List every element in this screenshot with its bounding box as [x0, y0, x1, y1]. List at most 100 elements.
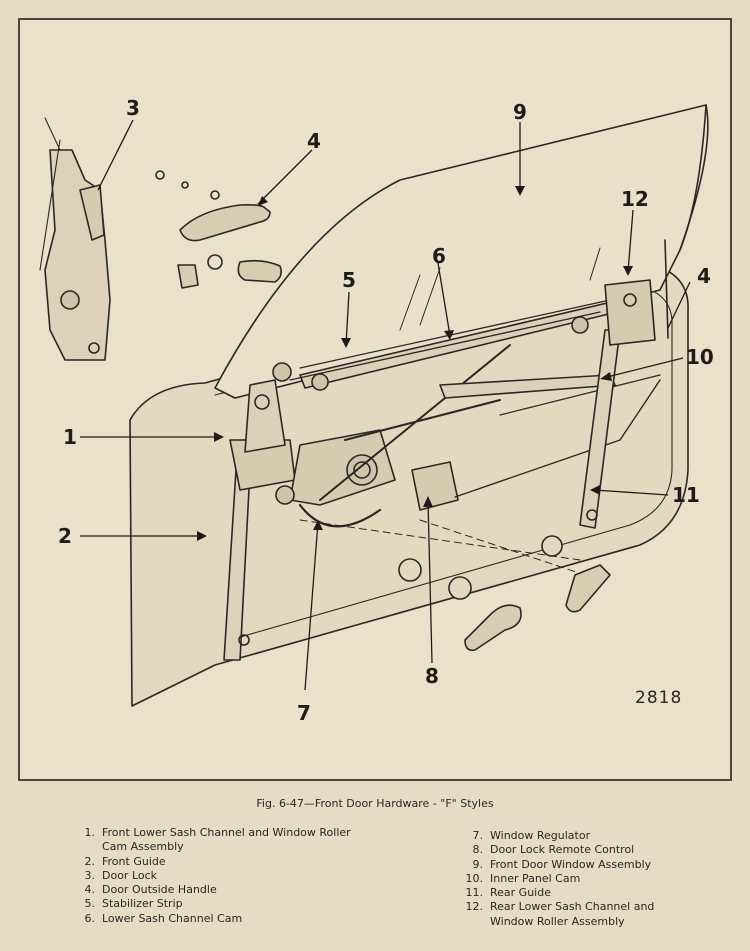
arrowhead-1: [214, 432, 224, 442]
inner-panel-cam: [439, 374, 616, 399]
front-sash-bolt: [254, 394, 270, 410]
arrowhead-2: [197, 531, 207, 541]
window-crank: [464, 604, 522, 652]
arrowhead-9: [515, 186, 525, 196]
door-handle-crank: [565, 564, 611, 613]
arrowhead-4: [258, 196, 268, 206]
legend-text: Cam Assembly: [102, 840, 184, 854]
callout-12: 12: [621, 187, 649, 211]
crank-axis-line: [299, 519, 601, 581]
arrowhead-10: [600, 372, 612, 381]
arrowhead-8: [423, 496, 433, 507]
regulator-sector-gear: [298, 503, 382, 528]
legend-item: 7.Window Regulator: [464, 829, 654, 843]
legend-num: 3.: [84, 868, 96, 882]
leader-8: [427, 499, 433, 664]
callout-7: 7: [297, 701, 311, 725]
legend-item: Window Roller Assembly: [464, 915, 654, 929]
front-sash-bracket: [244, 379, 286, 453]
legend-num: [464, 915, 483, 929]
callout-10: 10: [686, 345, 714, 369]
leader-4b: [667, 281, 691, 329]
callout-2: 2: [58, 524, 72, 548]
escutcheon: [448, 576, 472, 600]
callout-4: 4: [307, 129, 321, 153]
leader-12: [627, 209, 634, 273]
front-sash-bolt: [238, 634, 250, 646]
handle-fastener: [181, 181, 189, 189]
legend-item: 12. Rear Lower Sash Channel and: [464, 900, 655, 914]
leader-5: [345, 291, 350, 346]
legend-num: 1.: [84, 826, 96, 839]
legend-text: Door Lock Remote Control: [490, 843, 635, 857]
legend-text: Stabilizer Strip: [102, 897, 183, 911]
legend-item: 9. Front Door Window Assembly: [464, 858, 654, 872]
handle-clip: [177, 264, 199, 289]
legend-item: 11.Rear Guide: [464, 886, 654, 900]
remote-control-body: [411, 461, 459, 511]
legend-num: 6.: [84, 911, 96, 925]
callout-1: 1: [63, 425, 77, 449]
leader-6: [437, 262, 451, 337]
regulator-pivot: [275, 485, 295, 505]
legend-item: 5. Stabilizer Strip: [76, 897, 351, 911]
inner-panel-cam-arm: [499, 374, 661, 416]
leader-11: [593, 489, 669, 496]
window-reflection: [399, 267, 441, 331]
figure-number: 2818: [635, 688, 683, 708]
escutcheon: [541, 535, 563, 557]
sash-channel-cam: [289, 299, 611, 381]
legend-num: 12.: [465, 900, 484, 914]
legend-text: Front Guide: [102, 854, 166, 868]
callout-5: 5: [342, 268, 356, 292]
legend-text: Lower Sash Channel Cam: [102, 911, 243, 925]
callout-6: 6: [432, 244, 446, 268]
legend-text: Door Outside Handle: [102, 883, 217, 897]
legend-item: 10. Inner Panel Cam: [464, 872, 654, 886]
regulator-arm: [319, 344, 511, 501]
legend-text: Inner Panel Cam: [490, 871, 581, 885]
arrowhead-6: [444, 330, 454, 340]
door-lock-bolt: [60, 290, 80, 310]
legend-num: 9.: [472, 857, 484, 871]
leader-3: [97, 119, 134, 191]
legend-num: [76, 840, 95, 854]
handle-fastener: [210, 190, 220, 200]
regulator-spring: [346, 454, 378, 486]
legend-text: Rear Lower Sash Channel and: [490, 900, 655, 914]
legend-text: Window Regulator: [490, 829, 591, 842]
legend-text: Door Lock: [102, 868, 158, 882]
door-lock-bolt: [88, 342, 100, 354]
arrowhead-11: [590, 485, 600, 495]
arrowhead-12: [623, 266, 633, 276]
legend-left: 1.Front Lower Sash Channel and Window Ro…: [76, 826, 351, 926]
figure-caption: Fig. 6-47—Front Door Hardware - "F" Styl…: [256, 797, 494, 810]
door-lock-rod: [39, 117, 61, 271]
spring: [398, 558, 422, 582]
glass-edge: [664, 104, 709, 339]
roller: [311, 373, 329, 391]
window-reflection: [589, 247, 601, 281]
outside-handle: [179, 204, 271, 242]
callout-4-right: 4: [697, 264, 711, 288]
legend-num: 4.: [84, 883, 96, 897]
arrowhead-5: [341, 338, 351, 348]
legend-num: 8.: [472, 843, 484, 857]
arrowhead-7: [313, 520, 323, 530]
legend-text: Front Door Window Assembly: [490, 857, 652, 871]
roller: [272, 362, 292, 382]
callout-8: 8: [425, 664, 439, 688]
legend-item: 1.Front Lower Sash Channel and Window Ro…: [76, 826, 351, 840]
handle-fastener: [207, 254, 223, 270]
legend-num: 10.: [465, 871, 484, 885]
door-lock-bracket: [79, 184, 105, 241]
rear-sash-bolt: [623, 293, 637, 307]
door-hardware-illustration: [39, 104, 709, 707]
legend-item: 8. Door Lock Remote Control: [464, 843, 654, 857]
legend-item: Cam Assembly: [76, 840, 351, 854]
rear-sash-bolt: [586, 509, 598, 521]
leader-7: [304, 521, 319, 691]
legend-right: 7.Window Regulator 8. Door Lock Remote Co…: [464, 829, 655, 929]
legend-num: 5.: [84, 897, 96, 911]
callout-3: 3: [126, 96, 140, 120]
